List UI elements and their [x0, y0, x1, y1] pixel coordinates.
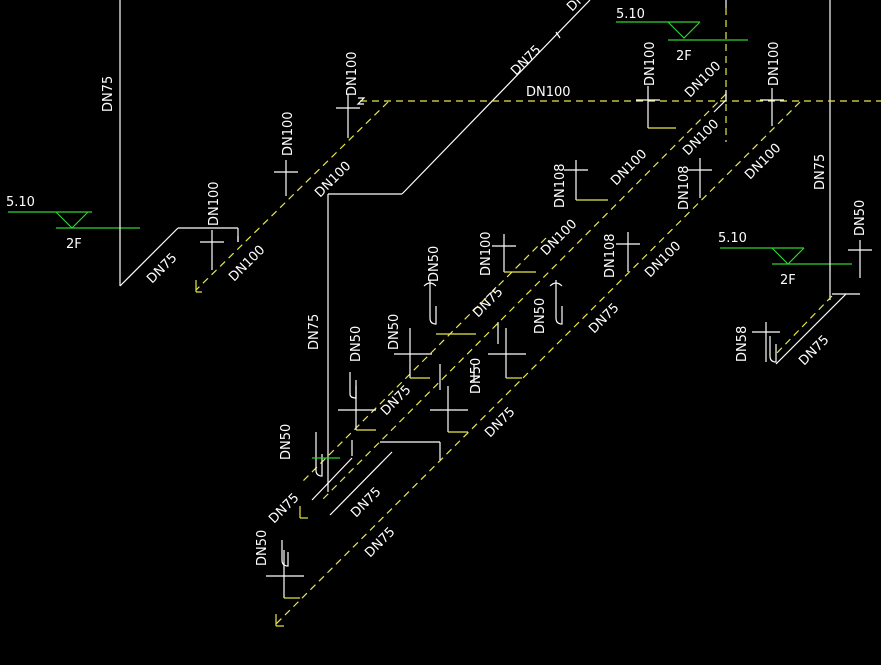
level-floor-text: 2F — [780, 273, 796, 288]
level-elev-text: 5.10 — [718, 231, 747, 246]
pipe-label: DN100 — [680, 117, 722, 159]
pipe-label: DN50 — [279, 424, 294, 460]
pipe-label: DN108 — [553, 163, 568, 208]
pipe-label: DN75 — [813, 154, 828, 190]
level-marker-left: 5.10 2F — [6, 195, 140, 252]
pipe-label: DN100 — [642, 239, 684, 281]
pipe-label: DN50 — [469, 358, 484, 394]
pipe-label: DN100 — [767, 41, 782, 86]
level-floor-text: 2F — [66, 237, 82, 252]
pipe-label: DN100 — [226, 243, 268, 285]
pipe-label: DN100 — [281, 111, 296, 156]
pipe-label: DN100 — [207, 181, 222, 226]
fixtures — [200, 86, 872, 599]
pipe-label: DN50 — [427, 246, 442, 282]
pipe-label: DN75 — [482, 405, 518, 441]
pipe-label: DN50 — [387, 314, 402, 350]
pipe-label: DN100 — [682, 59, 724, 101]
pipe-label: DN100 — [526, 85, 571, 100]
pipe-label: DN50 — [255, 530, 270, 566]
pipe-label: DN100 — [742, 141, 784, 183]
level-elev-text: 5.10 — [616, 7, 645, 22]
pipe-label: DN75 — [470, 285, 506, 321]
level-elev-text: 5.10 — [6, 195, 35, 210]
white-pipes — [119, 0, 860, 516]
level-floor-text: 2F — [676, 49, 692, 64]
pipe-label: DN108 — [677, 165, 692, 210]
pipe-label: DN58 — [735, 326, 750, 362]
pipe-label: DN108 — [603, 233, 618, 278]
pipe-label: DN75 — [307, 314, 322, 350]
yellow-pipes — [195, 8, 881, 627]
pipe-label: DN50 — [533, 298, 548, 334]
pipe-label: DN75 — [101, 76, 116, 112]
pipe-label: DN75 — [348, 485, 384, 521]
pipe-label: DN100 — [643, 41, 658, 86]
pipe-label: DN75 — [362, 525, 398, 561]
pipe-label: DN50 — [349, 326, 364, 362]
pipe-label: DN100 — [608, 147, 650, 189]
pipe-label: DN100 — [345, 51, 360, 96]
level-marker-top: 5.10 2F — [616, 7, 748, 64]
pipe-label: DN75 — [586, 301, 622, 337]
pipe-label: DN50 — [853, 200, 868, 236]
level-marker-right: 5.10 2F — [718, 231, 852, 288]
pipe-label: DN75 — [508, 43, 544, 79]
pipe-label: DN100 — [479, 231, 494, 276]
pipe-labels: DN75 DN75 DN75 DN100 DN100 DN100 DN100 D… — [101, 0, 868, 566]
pipe-label: DN100 — [538, 217, 580, 259]
pipe-label: DN75 — [266, 491, 302, 527]
